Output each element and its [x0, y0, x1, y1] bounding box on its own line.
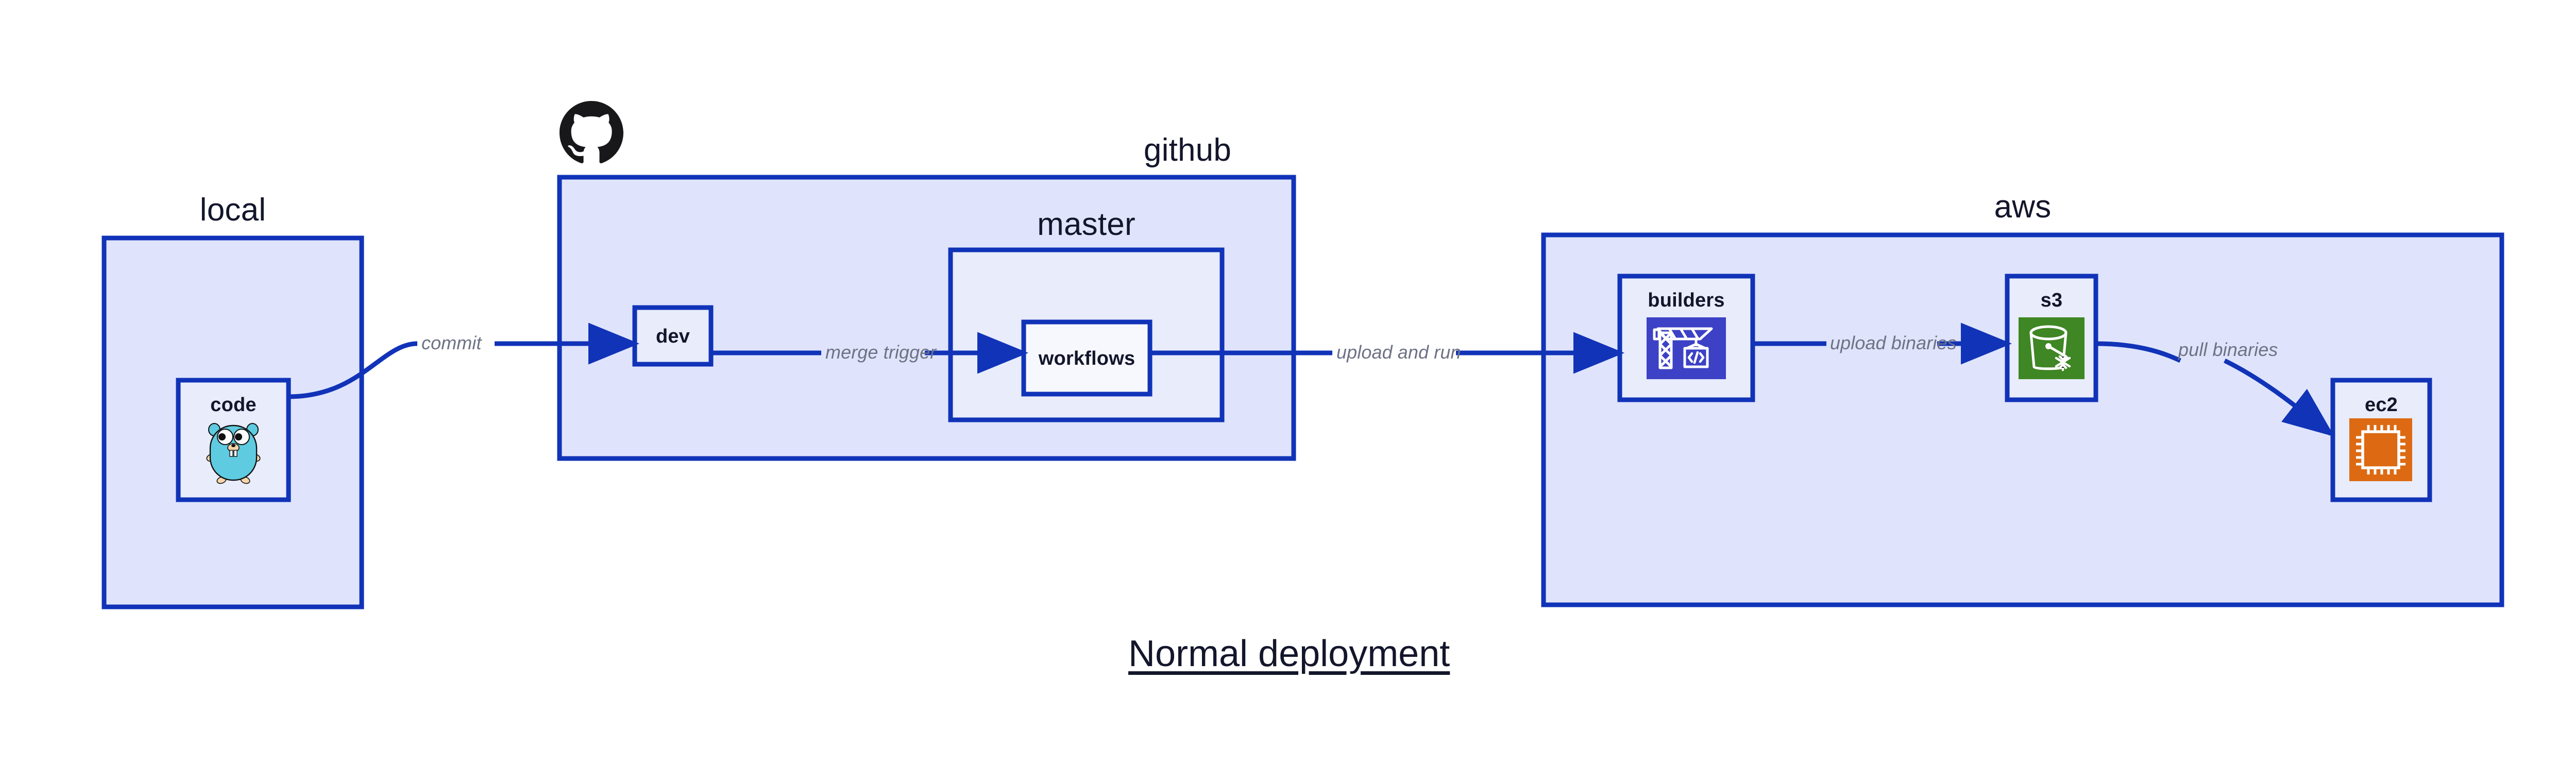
edge-label-upload-binaries: upload binaries [1830, 332, 1957, 353]
go-gopher-icon [205, 418, 262, 484]
edge-label-pull-binaries: pull binaries [2178, 339, 2278, 360]
aws-ec2-icon [2349, 418, 2412, 481]
edge-pull-binaries-path-a [2095, 341, 2181, 363]
node-label-ec2: ec2 [2364, 394, 2398, 416]
edge-commit-path-a [288, 341, 418, 399]
group-label-github: github [1143, 132, 1232, 168]
github-octocat-icon [560, 101, 623, 168]
node-label-dev: dev [655, 326, 690, 347]
aws-codebuild-icon [1647, 317, 1726, 379]
node-workflows-rect[interactable] [1021, 319, 1153, 397]
node-label-s3: s3 [2040, 290, 2063, 311]
edge-label-upload-and-run: upload and run [1336, 342, 1461, 363]
node-label-code: code [210, 394, 257, 416]
group-label-master: master [1037, 207, 1136, 242]
edge-label-commit: commit [421, 332, 482, 353]
node-label-workflows: workflows [1038, 348, 1136, 369]
edge-pull-binaries-path-b [2224, 358, 2335, 437]
node-label-builders: builders [1648, 290, 1725, 311]
edge-label-merge-trigger: merge trigger [825, 342, 937, 363]
diagram-title: Normal deployment [1128, 633, 1450, 674]
group-label-local: local [199, 192, 266, 228]
group-label-aws: aws [1994, 189, 2052, 225]
aws-s3-glacier-icon [2019, 317, 2084, 379]
